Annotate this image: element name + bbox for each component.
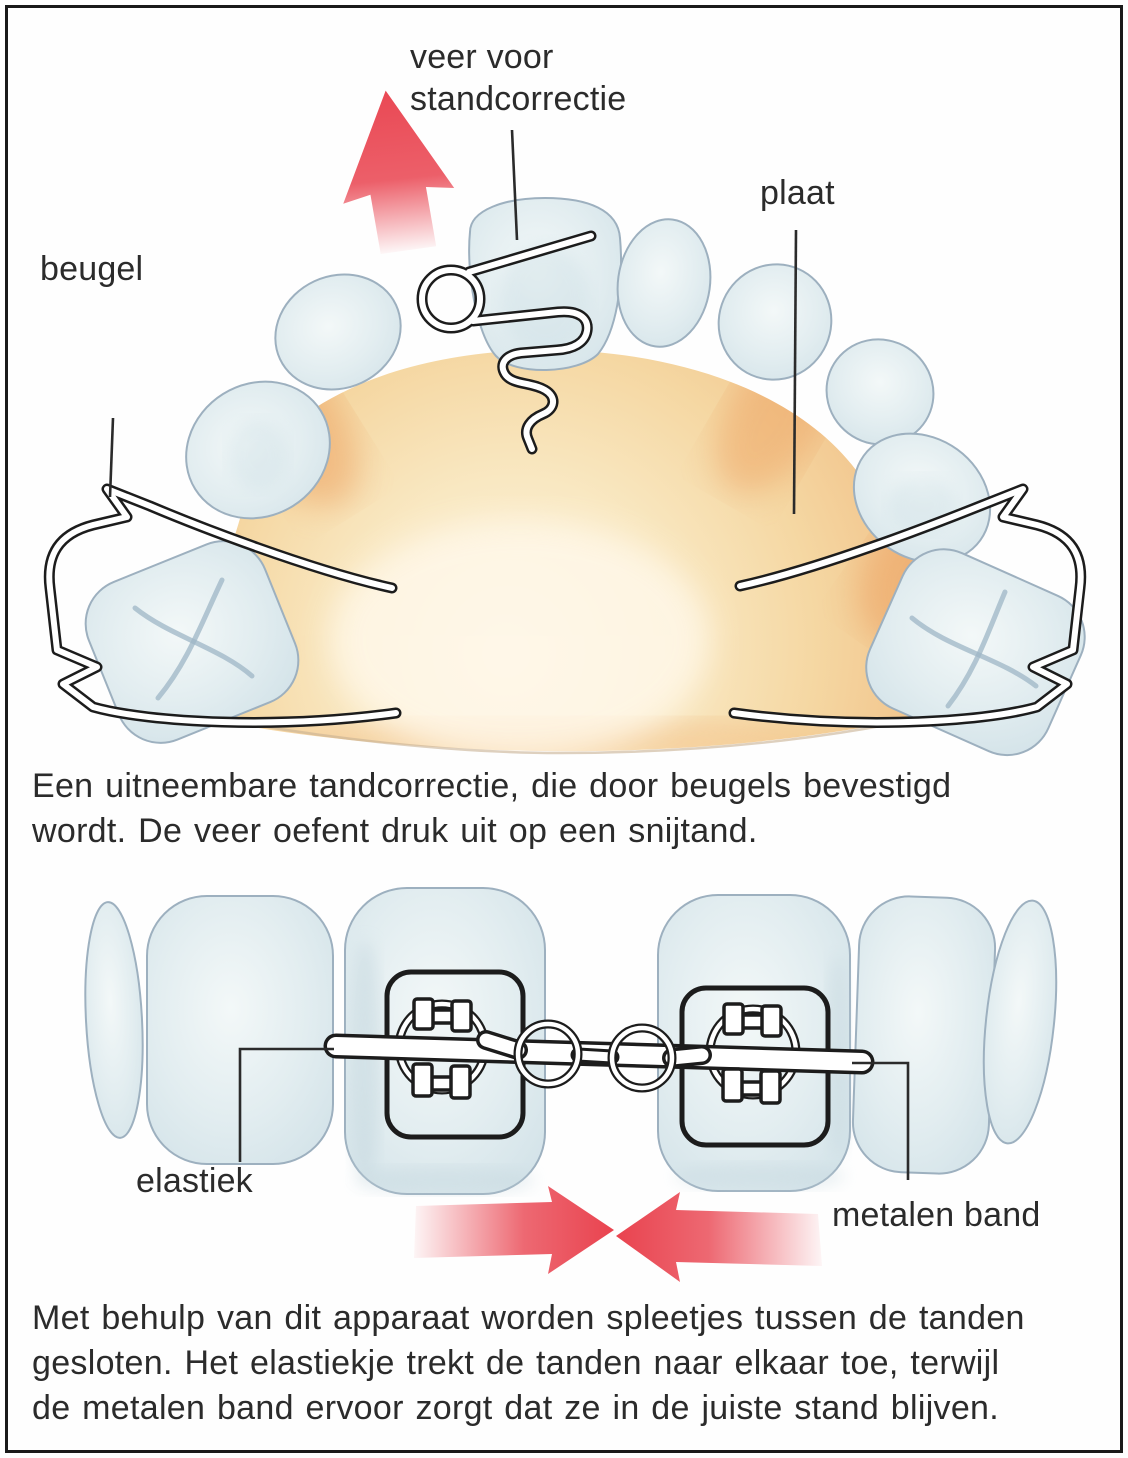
molar-fissure <box>155 577 225 701</box>
leader-line-clasp <box>108 417 115 498</box>
tooth <box>146 895 334 1165</box>
molar-fissure <box>945 589 1008 709</box>
leader-line-metal-band <box>852 1061 910 1180</box>
clasp-wire-left <box>43 483 402 728</box>
correction-spring <box>416 230 597 455</box>
elastic-chain <box>476 1019 712 1093</box>
figure-braces <box>84 887 1058 1282</box>
molar-fissure <box>909 615 1039 689</box>
tooth <box>84 901 144 1139</box>
bracket-tie-wings-right <box>721 1002 783 1105</box>
label-elastic: elastiek <box>136 1162 253 1200</box>
tooth <box>982 899 1058 1145</box>
leader-line-plate <box>792 229 798 515</box>
incisor-with-bracket <box>657 894 851 1192</box>
tooth <box>274 273 402 391</box>
bracket-tie-wings-left <box>411 997 473 1100</box>
force-arrow-left <box>616 1192 822 1282</box>
tooth <box>717 263 833 381</box>
tooth <box>825 338 935 446</box>
front-teeth-group <box>84 887 1058 1195</box>
figure-removable-appliance <box>43 90 1087 757</box>
label-clasp: beugel <box>40 250 144 288</box>
force-arrow-right <box>414 1186 614 1274</box>
caption-braces: Met behulp van dit apparaat worden splee… <box>32 1299 1025 1427</box>
label-spring: veer voor standcorrectie <box>410 38 627 118</box>
clasp-wire-right <box>728 483 1087 728</box>
tooth <box>616 218 712 348</box>
leader-line-spring <box>510 129 519 241</box>
caption-removable-appliance: Een uitneembare tandcorrectie, die door … <box>32 767 952 850</box>
tooth <box>851 895 997 1175</box>
label-plate: plaat <box>760 174 835 212</box>
force-arrow-up <box>343 90 455 255</box>
label-metal-band: metalen band <box>832 1196 1041 1234</box>
leader-line-elastic <box>238 1047 334 1162</box>
